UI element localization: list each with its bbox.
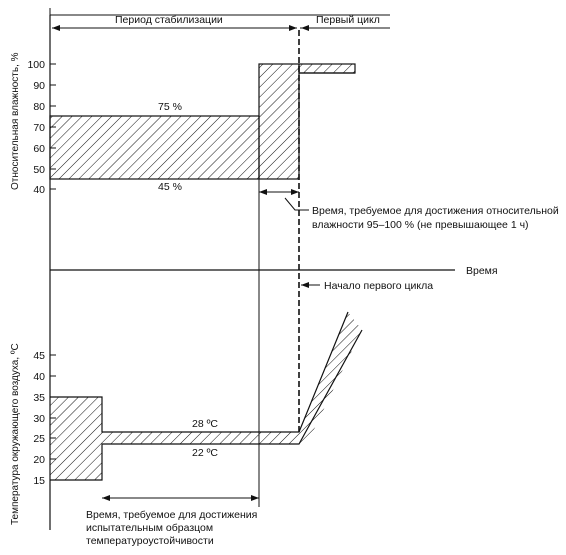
temperature-note-line1: Время, требуемое для достижения — [86, 509, 257, 521]
humidity-y-label: Относительная влажность, % — [10, 52, 21, 190]
humidity-note-leader — [284, 197, 309, 211]
humidity-tick-40: 40 — [33, 184, 45, 196]
humidity-tick-70: 70 — [33, 122, 45, 134]
humidity-tick-100: 100 — [27, 59, 45, 71]
temperature-tick-40: 40 — [33, 371, 45, 383]
first-cycle-arrow-left-head — [301, 25, 309, 31]
stabilization-label: Период стабилизации — [115, 14, 223, 26]
cycle-start-label: Начало первого цикла — [324, 280, 433, 292]
humidity-bracket-left-head — [259, 189, 267, 195]
temperature-note-line3: температуроустойчивости — [86, 535, 214, 547]
humidity-stabilization-band — [49, 115, 260, 180]
humidity-tick-90: 90 — [33, 80, 45, 92]
humidity-first-cycle-strip — [298, 63, 356, 74]
temperature-tick-15: 15 — [33, 475, 45, 487]
temperature-bracket-right-head — [251, 495, 259, 501]
temperature-upper-label: 28 ºС — [192, 418, 218, 430]
temperature-tick-45: 45 — [33, 350, 45, 362]
temperature-tick-20: 20 — [33, 454, 45, 466]
humidity-tick-60: 60 — [33, 143, 45, 155]
temperature-tick-35: 35 — [33, 392, 45, 404]
temperature-bracket-left-head — [102, 495, 110, 501]
temperature-tick-30: 30 — [33, 413, 45, 425]
temperature-note-line2: испытательным образцом — [86, 522, 213, 534]
humidity-bracket-right-head — [291, 189, 299, 195]
temperature-lower-edge — [50, 329, 363, 481]
temperature-y-label: Температура окружающего воздуха, ºС — [10, 343, 21, 525]
temperature-upper-edge — [50, 311, 349, 433]
temperature-hatched-band — [50, 312, 362, 480]
stabilization-arrow-right-head — [289, 25, 297, 31]
time-axis-label: Время — [466, 265, 498, 277]
humidity-tick-80: 80 — [33, 101, 45, 113]
humidity-upper-label: 75 % — [158, 101, 182, 113]
stabilization-arrow-left-head — [52, 25, 60, 31]
humidity-rise-region — [258, 63, 300, 180]
humidity-note-line1: Время, требуемое для достижения относите… — [312, 205, 559, 217]
first-cycle-label: Первый цикл — [316, 14, 380, 26]
temperature-tick-25: 25 — [33, 433, 45, 445]
humidity-tick-50: 50 — [33, 164, 45, 176]
humidity-lower-label: 45 % — [158, 181, 182, 193]
humidity-note-line2: влажности 95–100 % (не превышающее 1 ч) — [312, 219, 529, 231]
humidity-white-mask — [300, 74, 360, 184]
temperature-lower-label: 22 ºС — [192, 447, 218, 459]
cycle-start-arrow-head — [301, 282, 309, 288]
